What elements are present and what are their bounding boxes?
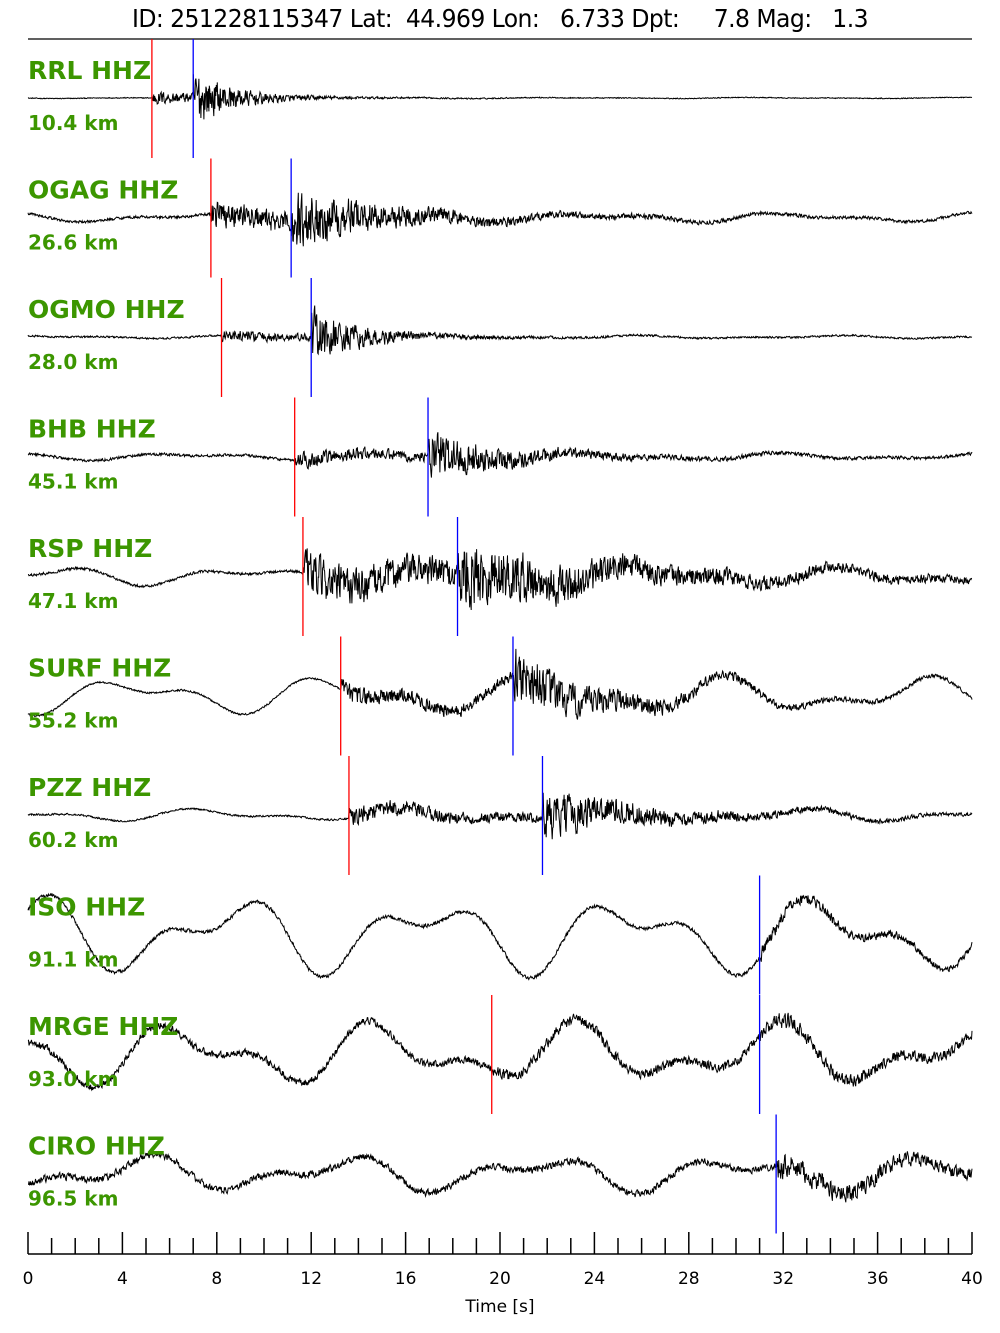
distance-label: 93.0 km [28, 1067, 118, 1091]
waveform-trace [27, 548, 973, 611]
distance-label: 60.2 km [28, 828, 118, 852]
waveform-trace [27, 1012, 973, 1092]
x-tick-label: 36 [867, 1269, 889, 1289]
distance-label: 10.4 km [28, 111, 118, 135]
distance-label: 28.0 km [28, 350, 118, 374]
distance-label: 55.2 km [28, 709, 118, 733]
x-tick-label: 32 [772, 1269, 794, 1289]
station-label: OGMO HHZ [28, 295, 185, 324]
x-tick-label: 16 [395, 1269, 417, 1289]
station-label: PZZ HHZ [28, 773, 151, 802]
x-tick-label: 12 [300, 1269, 322, 1289]
distance-label: 91.1 km [28, 948, 118, 972]
distance-label: 47.1 km [28, 589, 118, 613]
x-tick-label: 4 [117, 1269, 128, 1289]
station-label: OGAG HHZ [28, 176, 178, 205]
x-axis-label: Time [s] [464, 1297, 534, 1317]
waveform-trace [27, 792, 973, 840]
distance-label: 96.5 km [28, 1187, 118, 1211]
x-tick-label: 24 [584, 1269, 606, 1289]
x-tick-label: 40 [961, 1269, 983, 1289]
station-label: RRL HHZ [28, 56, 151, 85]
x-tick-label: 20 [489, 1269, 511, 1289]
distance-label: 26.6 km [28, 231, 118, 255]
waveform-trace [27, 305, 973, 356]
distance-label: 45.1 km [28, 470, 118, 494]
waveform-trace [27, 648, 973, 720]
waveform-trace [28, 1150, 973, 1203]
x-tick-label: 28 [678, 1269, 700, 1289]
station-label: MRGE HHZ [28, 1012, 178, 1041]
waveform-trace [27, 74, 973, 120]
station-label: BHB HHZ [28, 415, 156, 444]
station-label: SURF HHZ [28, 654, 171, 683]
x-tick-label: 8 [211, 1269, 222, 1289]
waveform-trace [27, 192, 973, 247]
waveform-trace [27, 892, 973, 981]
event-title: ID: 251228115347 Lat: 44.969 Lon: 6.733 … [131, 4, 869, 33]
station-label: ISO HHZ [28, 893, 145, 922]
waveform-trace [27, 432, 973, 478]
x-tick-label: 0 [23, 1269, 34, 1289]
station-label: CIRO HHZ [28, 1132, 165, 1161]
station-label: RSP HHZ [28, 534, 152, 563]
